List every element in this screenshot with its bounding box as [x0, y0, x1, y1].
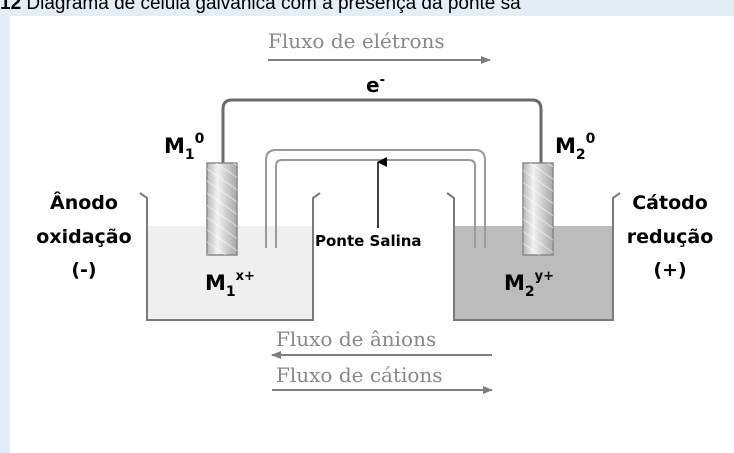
right-beaker	[446, 192, 621, 321]
right-ion-label: M2y+	[504, 269, 554, 300]
salt-bridge-outer	[265, 149, 486, 248]
left-metal-label: M10	[164, 131, 205, 163]
cation-flow-label: Fluxo de cátions	[276, 363, 443, 387]
figure-caption: 12 Diagrama de célula galvânica com a pr…	[0, 0, 734, 16]
cathode-sign: (+)	[653, 259, 686, 281]
anode-title: Ânodo	[50, 191, 118, 214]
anode-sign: (-)	[71, 259, 96, 281]
caption-number: 12	[0, 0, 22, 14]
cathode-title: Cátodo	[632, 192, 708, 214]
right-electrode-texture	[523, 163, 553, 255]
cathode-process: redução	[627, 226, 714, 248]
anion-flow-label: Fluxo de ânions	[276, 327, 436, 351]
anode-process: oxidação	[36, 226, 131, 248]
right-metal-label: M20	[555, 131, 596, 163]
electron-flow-label: Fluxo de elétrons	[268, 29, 445, 53]
external-wire	[221, 98, 543, 163]
caption-text: Diagrama de célula galvânica com a prese…	[26, 0, 521, 14]
salt-bridge-inner	[275, 159, 476, 248]
left-electrode-texture	[207, 163, 237, 255]
left-beaker	[139, 192, 321, 321]
electron-symbol: e-	[366, 73, 385, 97]
left-ion-label: M1x+	[205, 269, 255, 300]
salt-bridge-label: Ponte Salina	[315, 232, 422, 250]
